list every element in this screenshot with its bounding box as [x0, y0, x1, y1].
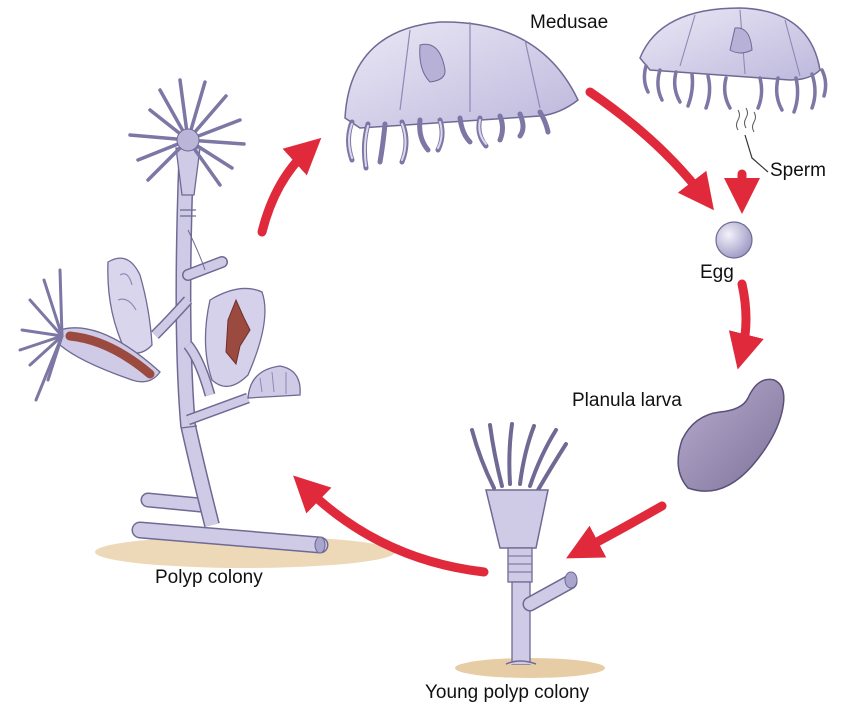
sperm-leader-line — [745, 135, 768, 172]
label-polyp-colony: Polyp colony — [155, 567, 263, 589]
arrow-planula-to-young — [582, 506, 662, 550]
label-egg: Egg — [700, 262, 734, 284]
medusa-large — [345, 22, 578, 168]
young-polyp-colony — [472, 424, 577, 664]
label-young-polyp-colony: Young polyp colony — [425, 682, 589, 704]
planula-larva — [678, 379, 784, 491]
label-planula-larva: Planula larva — [572, 390, 682, 412]
label-medusae: Medusae — [530, 12, 608, 34]
arrow-egg-to-planula — [742, 284, 746, 352]
medusa-small — [640, 8, 826, 132]
arrow-polyp-to-medusae — [262, 150, 308, 232]
arrow-medusae-to-egg — [590, 92, 703, 196]
polyp-colony — [20, 80, 325, 553]
egg-cell — [716, 222, 752, 258]
label-sperm: Sperm — [770, 160, 826, 182]
